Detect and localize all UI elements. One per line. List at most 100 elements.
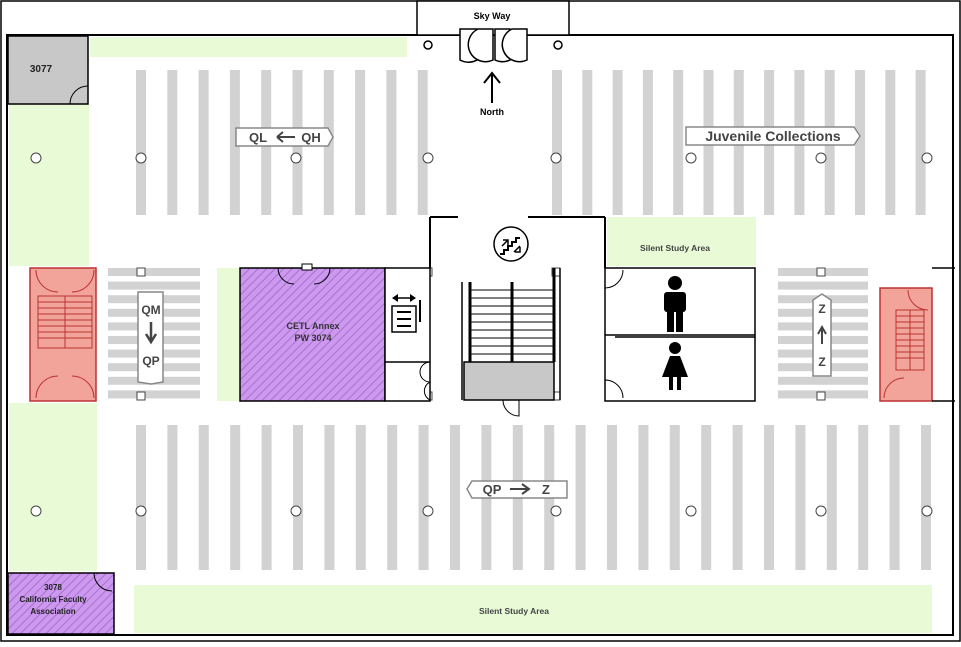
shelf-bottom (198, 425, 209, 570)
column (816, 267, 826, 277)
column (136, 267, 146, 277)
women-restroom-icon (662, 342, 688, 390)
shelf-bottom (136, 425, 146, 570)
column (550, 152, 562, 164)
shelf-top-left (229, 70, 240, 215)
shelf-bottom (764, 425, 774, 570)
silent-study-label-bottom: Silent Study Area (479, 606, 549, 616)
room-3078 (7, 572, 115, 635)
shelf-bottom (669, 425, 680, 570)
shelf-bottom (638, 425, 649, 570)
elevator-room (384, 267, 431, 402)
sign-z-bottom: Z (818, 355, 825, 369)
elevator-icon (391, 294, 417, 333)
green-strip-middle (217, 268, 239, 401)
green-area-left-bottom (9, 403, 97, 571)
call-number-sign-ql-qh: QL QH (235, 127, 334, 147)
shelf-bottom (701, 425, 712, 570)
shelf-bottom (607, 425, 617, 570)
room-3077-label: 3077 (30, 64, 53, 75)
silent-study-area-bottom (134, 585, 932, 633)
north-arrow-icon (483, 71, 501, 103)
sign-z-to: Z (542, 482, 550, 497)
column (815, 152, 827, 164)
column (921, 505, 933, 517)
column (136, 391, 146, 401)
room-3078-label-number: 3078 (44, 583, 62, 592)
shelf-bottom (889, 425, 900, 570)
stairwell-right (879, 287, 933, 402)
shelf-top-right (885, 70, 896, 215)
shelf-top-left (136, 70, 146, 215)
sign-qp: QP (142, 354, 159, 368)
central-staircase (429, 216, 606, 417)
column (422, 505, 434, 517)
shelf-top-left (417, 70, 428, 215)
shelf-mid-right (778, 281, 868, 290)
shelf-bottom (230, 425, 241, 570)
shelf-bottom (293, 425, 303, 570)
column (135, 152, 147, 164)
shelf-bottom (387, 425, 398, 570)
shelf-bottom (858, 425, 869, 570)
shelf-top-right (552, 70, 562, 215)
shelf-top-left (355, 70, 366, 215)
skyway-label: Sky Way (474, 11, 511, 21)
sign-qh: QH (301, 130, 321, 145)
sign-qp-from: QP (483, 482, 502, 497)
column (290, 505, 302, 517)
shelf-bottom (324, 425, 335, 570)
column (816, 391, 826, 401)
shelf-bottom (826, 425, 837, 570)
column (550, 505, 562, 517)
shelf-top-right (855, 70, 865, 215)
men-restroom-icon (664, 276, 686, 332)
room-3078-label-line2: California Faculty (19, 595, 87, 604)
cetl-label-line2: PW 3074 (294, 333, 331, 343)
shelf-bottom (795, 425, 806, 570)
juvenile-collections-sign: Juvenile Collections (685, 126, 861, 146)
column (685, 152, 697, 164)
shelf-bottom (418, 425, 429, 570)
sign-ql: QL (249, 130, 267, 145)
stairs-icon (493, 226, 529, 262)
shelf-top-right (673, 70, 684, 215)
shelf-bottom (575, 425, 586, 570)
column (30, 505, 42, 517)
shelf-bottom (450, 425, 460, 570)
shelf-mid-right (778, 376, 868, 385)
green-strip-top (90, 37, 407, 57)
green-area-left-top (9, 104, 89, 266)
juvenile-collections-label: Juvenile Collections (705, 128, 841, 144)
shelf-bottom (921, 425, 931, 570)
sign-qm: QM (141, 303, 160, 317)
room-3077 (7, 35, 89, 105)
room-cetl-annex (239, 263, 386, 402)
column (422, 152, 434, 164)
shelf-bottom (261, 425, 272, 570)
shelf-top-left (386, 70, 397, 215)
column (921, 152, 933, 164)
column (290, 152, 302, 164)
shelf-top-right (642, 70, 653, 215)
column (135, 505, 147, 517)
shelf-top-left (167, 70, 178, 215)
shelf-bottom (732, 425, 743, 570)
shelf-bottom (355, 425, 366, 570)
column (815, 505, 827, 517)
column (30, 152, 42, 164)
shelf-mid-left (108, 390, 200, 399)
sign-z-top: Z (818, 302, 825, 316)
door-3077 (69, 85, 89, 105)
silent-study-label-top: Silent Study Area (640, 243, 710, 253)
call-number-sign-z: Z Z (812, 293, 832, 377)
column (685, 505, 697, 517)
north-label: North (480, 107, 504, 117)
shelf-bottom (167, 425, 178, 570)
shelf-top-left (198, 70, 209, 215)
shelf-top-right (915, 70, 926, 215)
skyway-doors (423, 28, 563, 63)
shelf-top-right (582, 70, 593, 215)
